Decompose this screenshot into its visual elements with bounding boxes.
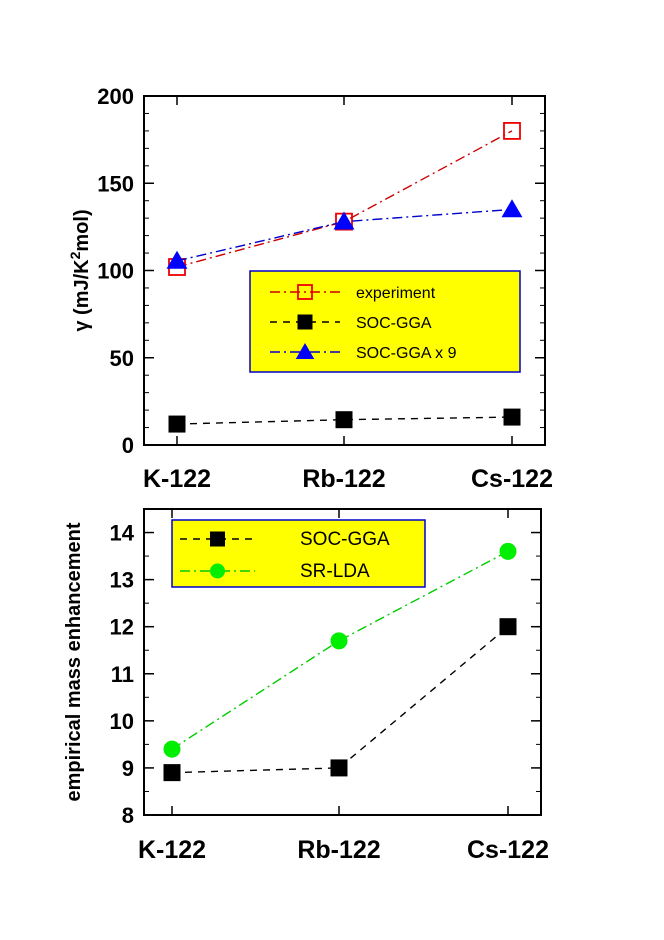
- data-point: [499, 542, 517, 560]
- data-point: [501, 199, 523, 218]
- x-category-label: Cs-122: [467, 836, 549, 864]
- legend-marker: [210, 563, 225, 579]
- x-category-label: Rb-122: [302, 465, 385, 493]
- chart-mass-enhancement: 8 9 10 11 12 13 14K-122 Rb-122 Cs-122 empirical m…: [63, 508, 549, 864]
- legend-marker: [210, 531, 225, 547]
- y-tick-label: 9: [122, 756, 134, 781]
- x-category-label: Cs-122: [471, 465, 553, 493]
- legend-marker: [297, 314, 313, 330]
- legend-label: SOC-GGA: [300, 529, 390, 550]
- y-tick-label: 13: [110, 568, 134, 593]
- x-category-label: K-122: [138, 836, 206, 864]
- y-tick-label: 14: [110, 521, 135, 546]
- data-point: [333, 211, 355, 230]
- data-point: [166, 250, 188, 269]
- series-line-2: [176, 208, 513, 262]
- x-category-label: K-122: [143, 465, 211, 493]
- plot-frame: [143, 508, 542, 816]
- series-line-0: [171, 626, 509, 774]
- legend-label: SOC-GGA: [356, 315, 432, 332]
- data-point: [503, 408, 521, 426]
- y-tick-label: 200: [97, 84, 134, 109]
- legend-marker: [297, 284, 313, 300]
- legend-box: [249, 270, 521, 373]
- data-point: [163, 740, 181, 758]
- data-point: [163, 764, 181, 782]
- data-point: [499, 618, 517, 636]
- data-point: [330, 759, 348, 777]
- series-line-1: [171, 550, 509, 750]
- data-point: [503, 122, 521, 140]
- y-tick-label: 11: [111, 662, 134, 687]
- legend-label: experiment: [356, 285, 436, 302]
- legend-label: SOC-GGA x 9: [356, 345, 457, 362]
- y-tick-label: 10: [110, 709, 134, 734]
- y-axis-label: empirical mass enhancement: [63, 522, 85, 801]
- legend-label: SR-LDA: [300, 561, 370, 582]
- y-tick-label: 0: [122, 433, 134, 458]
- plot-frame: [143, 95, 546, 446]
- data-point: [330, 632, 348, 650]
- legend-marker: [295, 342, 315, 359]
- y-axis-label: γ (mJ/K2mol): [67, 209, 93, 331]
- data-point: [168, 415, 186, 433]
- y-tick-label: 100: [97, 259, 134, 284]
- series-line-0: [176, 130, 513, 268]
- y-tick-label: 150: [97, 171, 134, 196]
- y-tick-label: 50: [110, 346, 134, 371]
- x-category-label: Rb-122: [297, 836, 380, 864]
- y-tick-label: 8: [122, 803, 134, 828]
- y-tick-label: 12: [110, 615, 134, 640]
- series-line-1: [176, 416, 513, 425]
- data-point: [335, 411, 353, 429]
